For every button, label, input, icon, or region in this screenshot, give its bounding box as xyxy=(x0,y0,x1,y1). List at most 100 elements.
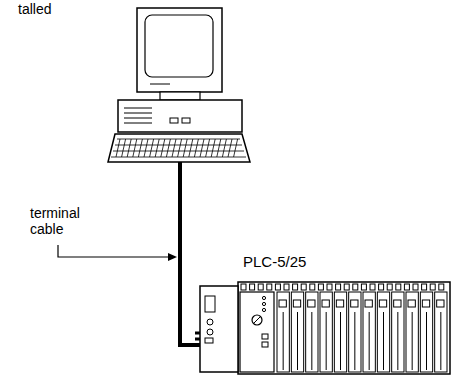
key-divider xyxy=(122,139,126,157)
io-groove xyxy=(297,312,298,370)
monitor xyxy=(137,8,222,92)
chassis-ridge xyxy=(387,284,392,290)
chassis-ridge xyxy=(379,284,384,290)
drive-slot xyxy=(124,123,152,124)
io-module xyxy=(320,292,332,372)
chassis-ridge xyxy=(361,284,366,290)
io-module xyxy=(334,292,346,372)
chassis-ridge xyxy=(284,284,289,290)
key-divider xyxy=(234,139,238,157)
drive-slot xyxy=(124,108,152,109)
chassis-ridge xyxy=(275,284,280,290)
io-indicator xyxy=(336,300,343,307)
io-indicator xyxy=(437,300,444,307)
chassis-ridge xyxy=(267,284,272,290)
chassis-ridge xyxy=(327,284,332,290)
io-module xyxy=(306,292,318,372)
computer-body xyxy=(118,100,242,132)
io-groove xyxy=(326,312,327,370)
key-divider xyxy=(116,139,120,157)
keyboard xyxy=(108,134,250,162)
io-indicator xyxy=(293,300,300,307)
key-row xyxy=(117,139,240,140)
key-divider xyxy=(144,139,148,157)
io-module xyxy=(435,292,447,372)
chassis-ridge xyxy=(413,284,418,290)
io-indicator xyxy=(279,300,286,307)
chassis-ridge xyxy=(404,284,409,290)
io-module xyxy=(392,292,404,372)
chassis-ridge xyxy=(336,284,341,290)
io-groove xyxy=(440,312,441,370)
io-indicator xyxy=(408,300,415,307)
processor-module xyxy=(240,292,274,372)
io-module xyxy=(291,292,303,372)
chassis-ridge xyxy=(318,284,323,290)
io-module xyxy=(377,292,389,372)
io-indicator xyxy=(422,300,429,307)
io-indicator xyxy=(365,300,372,307)
button xyxy=(182,118,190,123)
key-divider xyxy=(166,139,170,157)
processor-label: PLC-5/25 xyxy=(243,254,306,270)
chassis-ridge xyxy=(422,284,427,290)
io-module xyxy=(420,292,432,372)
key-divider xyxy=(172,139,176,157)
chassis-ridge xyxy=(293,284,298,290)
arrowhead xyxy=(168,253,177,261)
io-groove xyxy=(354,312,355,370)
io-indicator xyxy=(351,300,358,307)
key-divider xyxy=(206,139,210,157)
chassis-ridge xyxy=(353,284,358,290)
chassis-ridge xyxy=(301,284,306,290)
chassis-ridge xyxy=(396,284,401,290)
key-divider xyxy=(183,139,187,157)
key-divider xyxy=(222,139,226,157)
monitor-base xyxy=(160,92,200,100)
chassis-ridge xyxy=(258,284,263,290)
key-divider xyxy=(211,139,215,157)
io-groove xyxy=(311,312,312,370)
io-groove xyxy=(397,312,398,370)
drive-slot xyxy=(124,118,152,119)
io-module xyxy=(406,292,418,372)
chassis xyxy=(238,282,450,374)
key-divider xyxy=(155,139,159,157)
key-divider xyxy=(200,139,204,157)
key-divider xyxy=(217,139,221,157)
key-divider xyxy=(161,139,165,157)
leader-line xyxy=(58,245,170,257)
key-divider xyxy=(150,139,154,157)
key-divider xyxy=(127,139,131,157)
io-indicator xyxy=(322,300,329,307)
key-row xyxy=(115,145,242,146)
io-groove xyxy=(369,312,370,370)
io-groove xyxy=(383,312,384,370)
io-indicator xyxy=(379,300,386,307)
io-module xyxy=(363,292,375,372)
io-module xyxy=(277,292,289,372)
key-divider xyxy=(194,139,198,157)
key-divider xyxy=(189,139,193,157)
io-groove xyxy=(412,312,413,370)
key-divider xyxy=(138,139,142,157)
key-divider xyxy=(228,139,232,157)
io-indicator xyxy=(308,300,315,307)
screen xyxy=(145,15,213,77)
io-groove xyxy=(426,312,427,370)
key-row xyxy=(111,157,246,158)
caption-fragment: talled xyxy=(18,1,51,17)
drive-slot xyxy=(124,113,152,114)
chassis-ridge xyxy=(250,284,255,290)
chassis-ridge xyxy=(344,284,349,290)
io-module xyxy=(349,292,361,372)
io-groove xyxy=(340,312,341,370)
cable-label: terminal cable xyxy=(30,205,92,237)
chassis-ridge xyxy=(370,284,375,290)
chassis-ridge xyxy=(430,284,435,290)
io-groove xyxy=(283,312,284,370)
button xyxy=(170,118,178,123)
chassis-ridge xyxy=(241,284,246,290)
io-indicator xyxy=(394,300,401,307)
